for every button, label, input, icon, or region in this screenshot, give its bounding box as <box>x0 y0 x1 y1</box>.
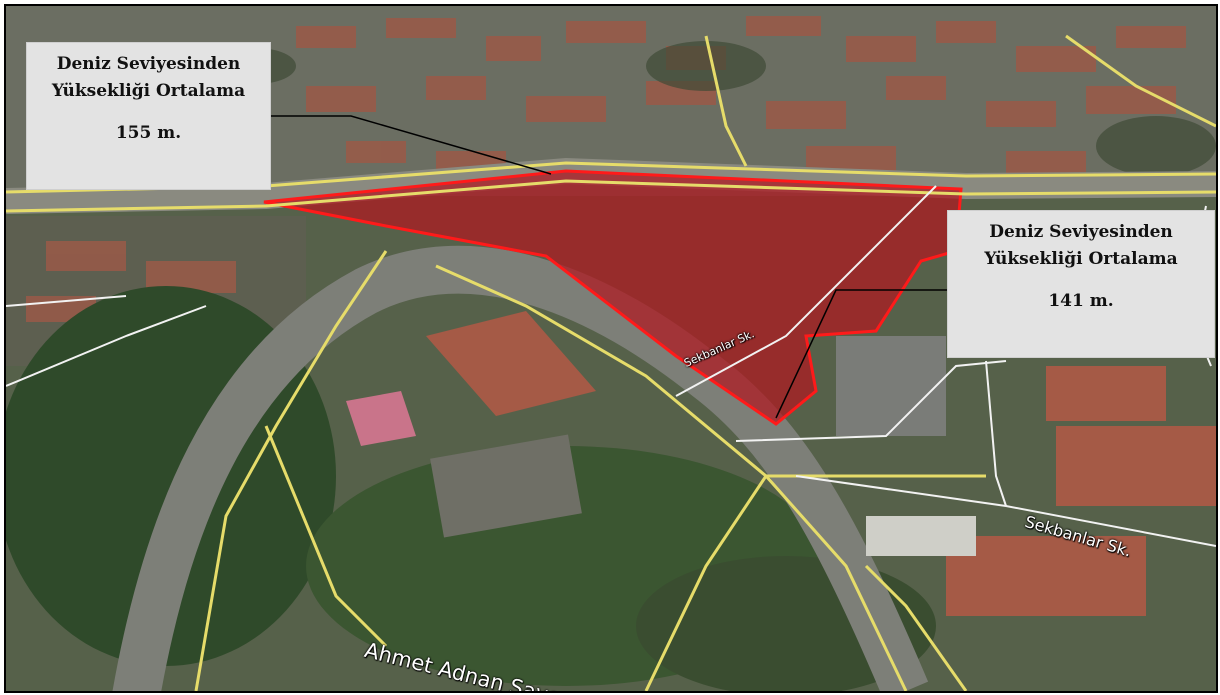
aerial-map-view[interactable]: Deniz Seviyesinden Yüksekliği Ortalama 1… <box>4 4 1218 693</box>
elevation-callout-141: Deniz Seviyesinden Yüksekliği Ortalama 1… <box>947 210 1215 358</box>
rooftops-north <box>296 16 1186 175</box>
elevation-callout-155: Deniz Seviyesinden Yüksekliği Ortalama 1… <box>26 42 271 190</box>
callout-line-2: Yüksekliği Ortalama <box>51 81 246 101</box>
highlighted-parcel[interactable] <box>263 169 963 426</box>
callout-line-1: Deniz Seviyesinden <box>56 54 241 74</box>
callout-line-1: Deniz Seviyesinden <box>989 222 1173 242</box>
callout-line-2: Yüksekliği Ortalama <box>984 249 1178 269</box>
elevation-value: 141 m. <box>1048 291 1114 311</box>
callout-leader-lines <box>271 115 947 419</box>
elevation-value: 155 m. <box>115 123 182 143</box>
